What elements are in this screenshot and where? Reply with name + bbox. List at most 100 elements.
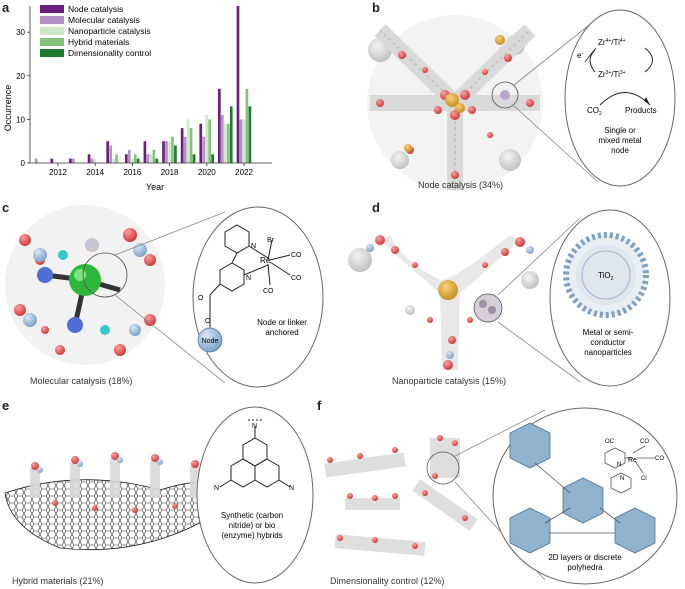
bar-node-catalysis [180, 128, 184, 163]
x-axis-label: Year [146, 182, 164, 192]
note-line: mixed metal [598, 136, 641, 145]
note-line: nanoparticles [584, 348, 632, 357]
x-tick-label: 2020 [198, 168, 216, 177]
zoom-ellipse [196, 406, 314, 584]
bar-hybrid-materials [245, 88, 249, 163]
graphene-sheet-illustration [4, 452, 226, 551]
nitrogen-label: N [617, 462, 621, 468]
mof-framework-illustration [348, 235, 539, 370]
bar-dimensionality-control [248, 106, 252, 163]
panel-label-e: e [2, 398, 10, 413]
bar-hybrid-materials [133, 154, 137, 163]
panel-b-node-catalysis: Zr4+/Ti4+ Zr3+/Ti3+ e− CO2 Products Sing… [367, 9, 676, 191]
caption-dimensionality-control: Dimensionality control (12%) [330, 576, 445, 586]
nitrogen-label: N [246, 275, 251, 282]
rhenium-bipyridine-structure [209, 224, 291, 328]
note-line: Node or linker [257, 318, 307, 327]
carbonyl-label: CO [640, 439, 649, 445]
caption-hybrid-materials: Hybrid materials (21%) [12, 576, 104, 586]
y-tick-label: 10 [16, 115, 25, 124]
bar-nanoparticle-catalysis [112, 158, 115, 163]
note-line: polyhedra [567, 563, 603, 572]
bar-hybrid-materials [115, 154, 118, 163]
nitrogen-label: N [214, 485, 219, 492]
co2-label: CO2 [587, 106, 602, 117]
zr4-ti4-label: Zr4+/Ti4+ [598, 38, 626, 47]
bar-node-catalysis [199, 123, 203, 163]
rhenium-label: Re [628, 457, 637, 464]
bar-nanoparticle-catalysis [130, 158, 134, 163]
note-line: conductor [590, 338, 625, 347]
bar-node-catalysis [143, 141, 147, 163]
bar-molecular-catalysis [220, 115, 224, 163]
panel-label-b: b [372, 0, 380, 15]
note-line: anchored [265, 328, 298, 337]
redox-cycle-arrow [644, 47, 653, 73]
bar-node-catalysis [218, 88, 221, 163]
y-tick-label: 30 [16, 28, 25, 37]
mof-framework-illustration [5, 205, 165, 365]
bar-nanoparticle-catalysis [168, 141, 171, 163]
panel-d-nanoparticle-catalysis: TiO2 Metal or semi- conductor nanopartic… [348, 209, 671, 387]
bar-hybrid-materials [171, 136, 174, 163]
panel-label-d: d [372, 200, 380, 215]
carbonyl-label: CO [263, 288, 274, 295]
caption-molecular-catalysis: Molecular catalysis (18%) [30, 376, 133, 386]
mof-framework-illustration [367, 15, 543, 191]
carbonyl-label: CO [291, 252, 302, 259]
x-tick-label: 2012 [49, 168, 67, 177]
y-tick-label: 0 [21, 159, 26, 168]
panel-c-molecular-catalysis: N N Br Re CO CO CO O O Node Node or link… [5, 205, 324, 388]
caption-node-catalysis: Node catalysis (34%) [418, 180, 504, 190]
bar-molecular-catalysis [127, 149, 131, 163]
node-sphere [197, 327, 223, 353]
caption-nanoparticle-catalysis: Nanoparticle catalysis (15%) [392, 376, 507, 386]
legend-entry: Hybrid materials [68, 37, 129, 47]
bar-molecular-catalysis [202, 136, 206, 163]
legend-swatch [40, 27, 64, 35]
tio2-nanoparticle-illustration [563, 232, 649, 318]
carbonyl-label: CO [655, 456, 664, 462]
legend-swatch [40, 49, 64, 57]
bar-molecular-catalysis [183, 136, 187, 163]
bar-hybrid-materials [208, 119, 212, 163]
panel-label-f: f [317, 398, 322, 413]
rhenium-label: Re [260, 256, 271, 265]
bar-molecular-catalysis [239, 119, 243, 163]
bar-nanoparticle-catalysis [205, 115, 209, 163]
bar-node-catalysis [106, 141, 110, 163]
x-tick-label: 2016 [123, 168, 141, 177]
bar-hybrid-materials [152, 149, 156, 163]
bar-node-catalysis [50, 158, 54, 163]
nitrogen-label: N [620, 476, 624, 482]
bar-molecular-catalysis [90, 158, 94, 163]
redox-cycle-arrow [589, 49, 596, 73]
x-tick-label: 2022 [235, 168, 253, 177]
polyhedra-cage-illustration [509, 422, 656, 554]
bar-node-catalysis [236, 6, 240, 163]
zr3-ti3-label: Zr3+/Ti3+ [598, 70, 626, 79]
legend-entry: Dimensionality control [68, 48, 151, 58]
zoom-ellipse [192, 206, 324, 388]
bar-molecular-catalysis [72, 158, 75, 163]
note-line: node [611, 146, 629, 155]
bar-node-catalysis [87, 154, 91, 163]
zoom-line [513, 17, 599, 86]
bar-hybrid-materials [226, 123, 230, 163]
nitrogen-label: N [289, 485, 294, 492]
bar-dimensionality-control [155, 158, 159, 163]
chloride-label: Cl [641, 476, 647, 482]
bar-molecular-catalysis [146, 154, 150, 163]
bar-molecular-catalysis [165, 141, 168, 163]
legend-swatch [40, 5, 64, 13]
note-line: Single or [604, 126, 636, 135]
panel-e-hybrid-materials: N N N Synthetic (carbon nitride) or bio … [4, 406, 314, 584]
zoom-line [497, 217, 581, 296]
oxygen-label: O [198, 295, 204, 302]
bar-node-catalysis [69, 158, 72, 163]
y-tick-label: 20 [16, 72, 25, 81]
bar-nanoparticle-catalysis [186, 119, 190, 163]
zoom-line [497, 321, 581, 383]
